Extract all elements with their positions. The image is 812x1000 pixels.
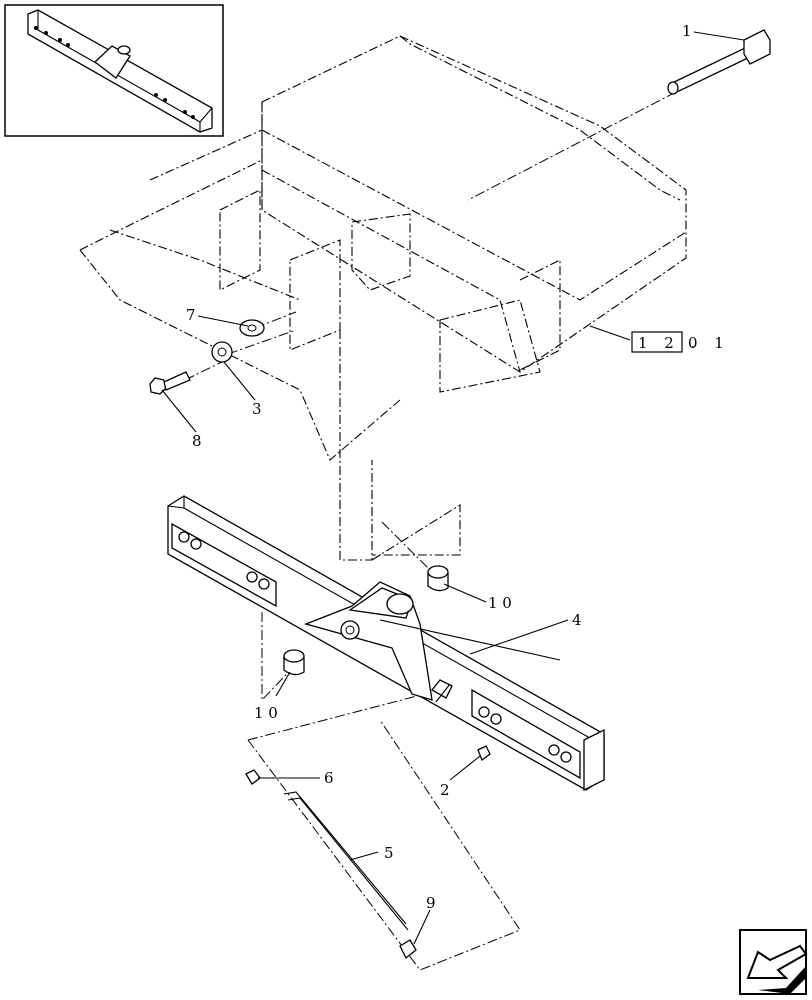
callout-5: 5 <box>384 844 394 862</box>
callout-3: 3 <box>252 400 262 418</box>
bushing-part-10-lower <box>283 649 305 676</box>
section-reference[interactable]: 1 2 . 0 1 <box>631 331 730 353</box>
assembly-leaders <box>184 91 677 971</box>
callout-8: 8 <box>192 432 202 450</box>
washer-part-3 <box>211 341 233 363</box>
inset-thumbnail <box>4 4 224 137</box>
tube-part-5 <box>283 791 409 931</box>
bushing-part-10-upper <box>427 565 449 592</box>
callout-10-lower: 1 0 <box>254 704 278 722</box>
callout-9: 9 <box>426 894 436 912</box>
frame-housing-phantom <box>79 35 687 561</box>
callout-10-upper: 1 0 <box>488 594 512 612</box>
callout-4: 4 <box>572 611 582 629</box>
fitting-part-6 <box>245 769 261 785</box>
pin-part <box>667 29 771 95</box>
washer-part-7 <box>239 319 265 337</box>
callout-7: 7 <box>186 306 196 324</box>
grease-fitting-detail <box>431 679 453 703</box>
callout-leaders <box>161 31 745 945</box>
section-reference-suffix: 0 1 <box>688 334 730 352</box>
callout-2: 2 <box>440 781 450 799</box>
callout-6: 6 <box>324 769 334 787</box>
previous-page-arrow-icon[interactable] <box>739 929 808 995</box>
drawbar-part-4 <box>167 495 605 792</box>
bolt-part-8 <box>149 371 191 395</box>
fitting-part-2 <box>477 745 491 762</box>
fitting-part-9 <box>399 939 417 960</box>
callout-1: 1 <box>682 22 692 40</box>
section-reference-boxed: 1 2 . <box>638 334 701 352</box>
